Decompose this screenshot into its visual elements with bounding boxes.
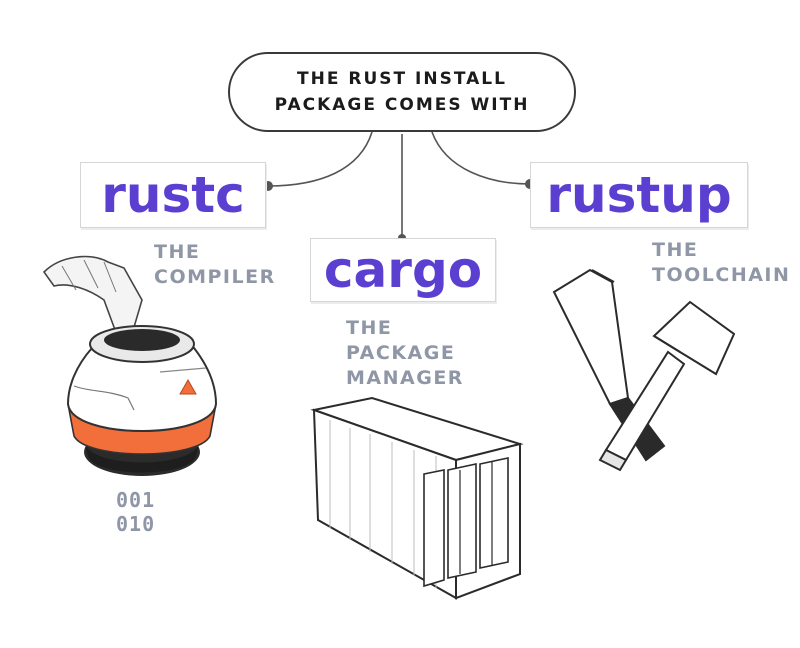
compiler-machine-icon xyxy=(42,255,218,476)
tool-name-rustup: rustup xyxy=(546,166,732,224)
description-cargo-line-1: THE xyxy=(346,317,393,339)
description-rustup-line-1: THE xyxy=(652,239,699,261)
description-rustup-line-2: TOOLCHAIN xyxy=(652,264,791,286)
connector-rustc xyxy=(267,131,373,187)
header-line-2: PACKAGE COMES WITH xyxy=(274,95,530,115)
tool-name-cargo: cargo xyxy=(323,241,483,299)
description-rustc-line-2: COMPILER xyxy=(154,266,276,288)
binary-output: 001 010 xyxy=(116,488,155,536)
tool-name-rustc: rustc xyxy=(101,166,245,224)
description-cargo: THE PACKAGE MANAGER xyxy=(346,316,464,391)
tool-box-rustup: rustup xyxy=(530,162,748,228)
shipping-container-icon xyxy=(310,396,524,600)
connector-rustup xyxy=(431,131,531,185)
description-rustc-line-1: THE xyxy=(154,241,201,263)
tool-box-rustc: rustc xyxy=(80,162,266,228)
chisel-hammer-icon xyxy=(552,268,736,472)
binary-line-2: 010 xyxy=(116,512,156,536)
description-rustup: THE TOOLCHAIN xyxy=(652,238,790,288)
header-line-1: THE RUST INSTALL xyxy=(297,69,507,89)
tool-box-cargo: cargo xyxy=(310,238,496,302)
binary-line-1: 001 xyxy=(116,488,156,512)
description-cargo-line-3: MANAGER xyxy=(346,367,464,389)
description-rustc: THE COMPILER xyxy=(154,240,276,290)
header-bubble: THE RUST INSTALL PACKAGE COMES WITH xyxy=(228,52,576,132)
connector-lines xyxy=(267,131,531,238)
description-cargo-line-2: PACKAGE xyxy=(346,342,456,364)
